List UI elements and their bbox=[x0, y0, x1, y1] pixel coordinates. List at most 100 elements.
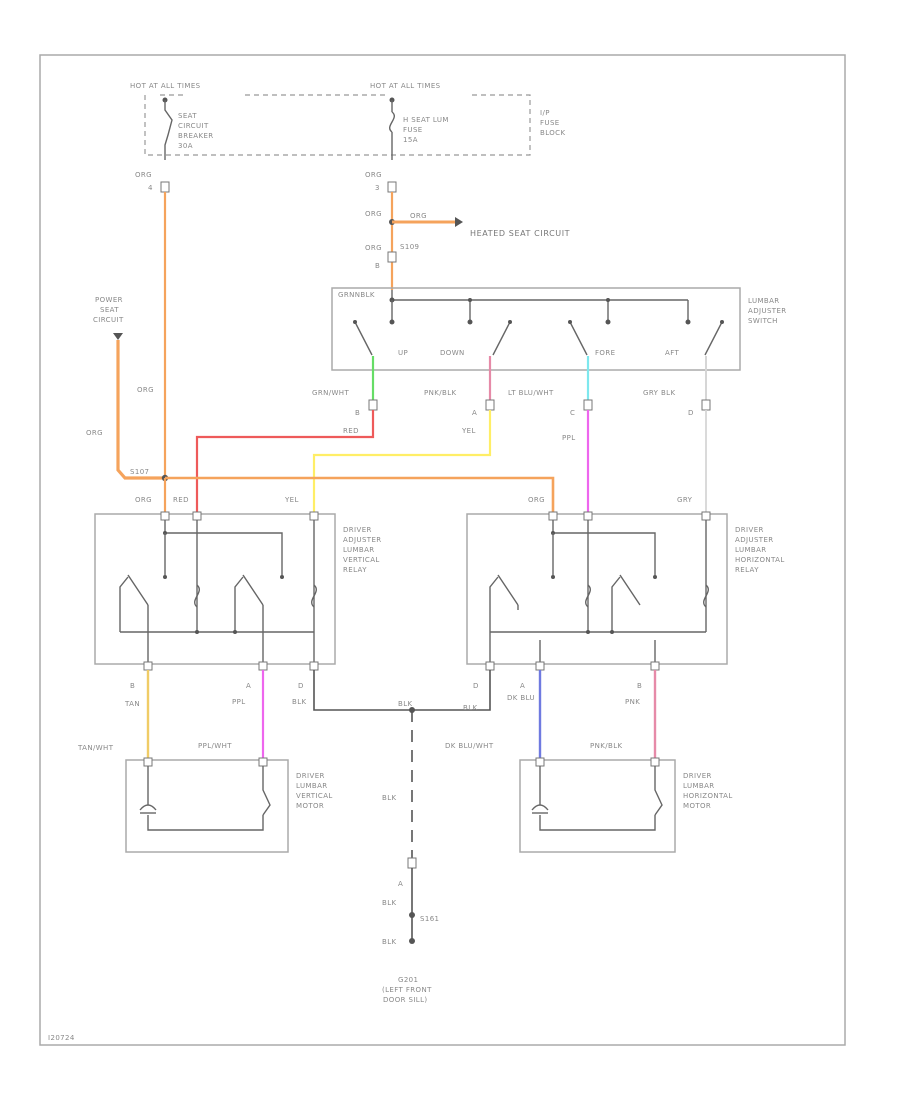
vertical-relay-box bbox=[94, 513, 336, 665]
right-feed-terminal-b bbox=[387, 251, 397, 263]
fuse-line-1: H SEAT LUM bbox=[403, 116, 449, 124]
vmotor-conn-left: TAN/WHT bbox=[77, 744, 114, 752]
hrelay-bot-2 bbox=[535, 661, 545, 671]
switch-outputs: GRN/WHT PNK/BLK LT BLU/WHT GRY BLK B A C… bbox=[195, 356, 711, 512]
hmotor-wire-b: PNK bbox=[625, 698, 640, 706]
hrelay-term-3 bbox=[701, 511, 711, 521]
out-a-pin: A bbox=[472, 409, 477, 417]
blade-pivot-2 bbox=[508, 320, 512, 324]
footer-code: I20724 bbox=[48, 1034, 75, 1042]
hrelay-line-3: LUMBAR bbox=[735, 546, 767, 554]
switch-line-1: LUMBAR bbox=[748, 297, 780, 305]
vrelay-b1 bbox=[195, 630, 199, 634]
out-c-wire: LT BLU/WHT bbox=[508, 389, 554, 397]
ground-splice-wire: BLK bbox=[398, 700, 413, 708]
right-feed: ORG 3 ORG ORG HEATED SEAT CIRCUIT ORG S1… bbox=[365, 171, 570, 290]
ground-pin: A bbox=[398, 880, 403, 888]
lumbar-switch: GRNNBLK LUMBAR ADJUSTER SWITCH UP DOWN F… bbox=[331, 287, 787, 371]
vmotor-wire-d: BLK bbox=[292, 698, 307, 706]
switch-contact-up bbox=[389, 319, 395, 325]
lumbar-switch-box bbox=[331, 287, 741, 371]
out-c-pin: C bbox=[570, 409, 575, 417]
out-b-pin: B bbox=[355, 409, 360, 417]
switch-top-label: GRNNBLK bbox=[338, 291, 375, 299]
switch-contact-fore bbox=[605, 319, 611, 325]
vrelay-bot-2 bbox=[258, 661, 268, 671]
horizontal-motor: DK BLU/WHT PNK/BLK DRIVER LUMBAR HORIZON… bbox=[445, 742, 732, 853]
out-d-term bbox=[701, 399, 711, 411]
vertical-relay: ORG RED YEL DRIVER ADJUSTER LUMBAR VERTI… bbox=[94, 496, 381, 671]
ground-line-3: DOOR SILL) bbox=[383, 996, 428, 1004]
switch-line-2: ADJUSTER bbox=[748, 307, 787, 315]
ground-splice-s161 bbox=[409, 912, 415, 918]
hrelay-line-2: ADJUSTER bbox=[735, 536, 774, 544]
ground-line-2: (LEFT FRONT bbox=[382, 986, 432, 994]
vmotor-term-1 bbox=[143, 757, 153, 767]
vrelay-term-2 bbox=[192, 511, 202, 521]
vrelay-top-yel: YEL bbox=[284, 496, 299, 504]
out-a-term bbox=[485, 399, 495, 411]
ground-wire3: BLK bbox=[382, 938, 397, 946]
switch-contact-aft bbox=[685, 319, 691, 325]
power-seat-arrow bbox=[113, 333, 123, 340]
switch-bus-node-3 bbox=[606, 298, 610, 302]
hmotor-term-2 bbox=[650, 757, 660, 767]
switch-pos-up: UP bbox=[398, 349, 408, 357]
ground-eyelet bbox=[409, 938, 415, 944]
out-c-term bbox=[583, 399, 593, 411]
out-b-term bbox=[368, 399, 378, 411]
power-seat-splice: S107 bbox=[130, 468, 149, 476]
vmotor-wire-b: TAN bbox=[124, 700, 140, 708]
hmotor-pin-a: A bbox=[520, 682, 525, 690]
breaker-line-2: CIRCUIT bbox=[178, 122, 209, 130]
vmotor-pin-a: A bbox=[246, 682, 251, 690]
vmotor-wire-a: PPL bbox=[232, 698, 246, 706]
switch-pos-aft: AFT bbox=[665, 349, 679, 357]
vmotor-pin-d: D bbox=[298, 682, 304, 690]
out-b-wire: GRN/WHT bbox=[312, 389, 349, 397]
ground-line-1: G201 bbox=[398, 976, 418, 984]
vmotor-line-3: VERTICAL bbox=[296, 792, 333, 800]
vrelay-top-org: ORG bbox=[135, 496, 152, 504]
out-a-wire2: YEL bbox=[461, 427, 476, 435]
relay-outputs: B TAN A PPL D BLK D BLK A DK BLU B PNK B… bbox=[124, 670, 657, 760]
hot-at-all-times-1: HOT AT ALL TIMES bbox=[130, 82, 201, 90]
hrelay-bot-1 bbox=[485, 661, 495, 671]
power-seat-circuit: POWER SEAT CIRCUIT ORG ORG S107 bbox=[86, 296, 555, 512]
hmotor-wire-a: DK BLU bbox=[507, 694, 535, 702]
blade-pivot-3 bbox=[568, 320, 572, 324]
right-feed-pin2: B bbox=[375, 262, 380, 270]
hmotor-conn-left: DK BLU/WHT bbox=[445, 742, 494, 750]
hmotor-pin-b: B bbox=[637, 682, 642, 690]
right-feed-terminal bbox=[387, 181, 397, 193]
vrelay-b2 bbox=[233, 630, 237, 634]
vmotor-line-4: MOTOR bbox=[296, 802, 324, 810]
yel-wire bbox=[312, 410, 492, 512]
hrelay-top-org: ORG bbox=[528, 496, 545, 504]
vmotor-line-1: DRIVER bbox=[296, 772, 325, 780]
power-seat-org-wire bbox=[116, 340, 165, 480]
org-to-hrelay bbox=[165, 476, 555, 512]
heated-seat-label: HEATED SEAT CIRCUIT bbox=[470, 229, 570, 238]
right-feed-wire1: ORG bbox=[365, 171, 382, 179]
ground-circuit: BLK A BLK S161 BLK G201 (LEFT FRONT DOOR… bbox=[382, 710, 439, 1004]
left-feed: ORG 4 bbox=[135, 171, 170, 478]
out-d-pin: D bbox=[688, 409, 694, 417]
heated-seat-arrow bbox=[455, 217, 463, 227]
vrelay-c2 bbox=[280, 575, 284, 579]
fuse-block-line-2: FUSE bbox=[540, 119, 560, 127]
vrelay-term-1 bbox=[160, 511, 170, 521]
horizontal-relay: ORG GRY DRIVER ADJUSTER LUMBAR HORIZONTA… bbox=[466, 496, 784, 671]
vmotor-line-2: LUMBAR bbox=[296, 782, 328, 790]
vrelay-line-3: LUMBAR bbox=[343, 546, 375, 554]
vrelay-line-4: VERTICAL bbox=[343, 556, 380, 564]
blade-pivot-4 bbox=[720, 320, 724, 324]
hmotor-line-1: DRIVER bbox=[683, 772, 712, 780]
breaker-line-1: SEAT bbox=[178, 112, 197, 120]
horizontal-motor-box bbox=[519, 759, 676, 853]
hrelay-line-5: RELAY bbox=[735, 566, 759, 574]
vertical-motor: TAN/WHT PPL/WHT DRIVER LUMBAR VERTICAL M… bbox=[77, 742, 333, 853]
left-feed-terminal bbox=[160, 181, 170, 193]
vrelay-line-1: DRIVER bbox=[343, 526, 372, 534]
hmotor-pin-d: D bbox=[473, 682, 479, 690]
